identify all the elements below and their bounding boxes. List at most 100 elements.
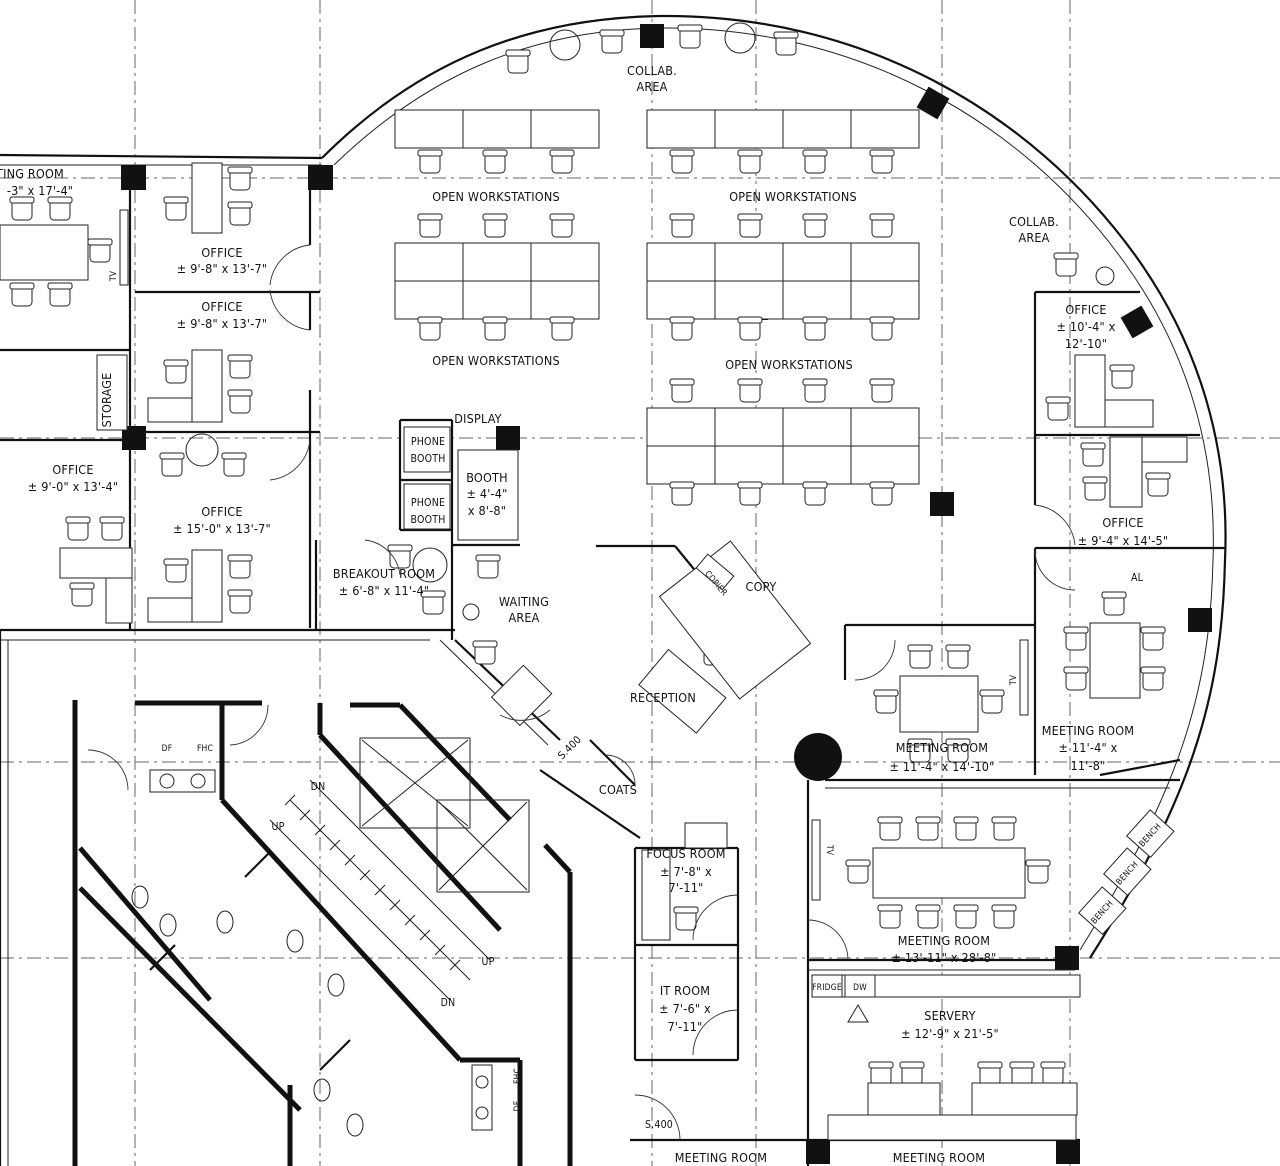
workstation-desks — [394, 109, 920, 485]
chair — [915, 904, 941, 929]
chair — [227, 166, 253, 191]
coats-label: COATS — [599, 782, 637, 797]
chair — [1140, 626, 1166, 651]
chair — [915, 816, 941, 841]
chair — [802, 149, 828, 174]
chair — [387, 544, 413, 569]
chair — [737, 316, 763, 341]
it-room-dim-1: ± 7'-6" x — [659, 1001, 711, 1016]
chair — [673, 906, 699, 931]
meeting-c-label: MEETING ROOM — [898, 933, 990, 948]
chair — [505, 49, 531, 74]
meeting-bottom-label-1: MEETING ROOM — [675, 1150, 767, 1165]
phone-booth-2-label-2: BOOTH — [410, 514, 445, 526]
waiting-label-1: WAITING — [499, 594, 549, 609]
it-room-dim-2: 7'-11" — [668, 1019, 703, 1034]
office-c-label: OFFICE — [52, 462, 93, 477]
interior-walls — [0, 165, 561, 1166]
office-c-dim: ± 9'-0" x 13'-4" — [28, 479, 118, 494]
column — [1056, 1140, 1080, 1164]
chair — [737, 149, 763, 174]
chair — [737, 481, 763, 506]
chair — [159, 452, 185, 477]
df-label-1: DF — [162, 744, 173, 754]
chair — [877, 904, 903, 929]
fhc-label-1: FHC — [197, 744, 213, 754]
chair — [227, 389, 253, 414]
chair — [877, 816, 903, 841]
office-f-dim: ± 9'-4" x 14'-5" — [1078, 533, 1168, 548]
office-a-dim: ± 9'-8" x 13'-7" — [177, 261, 267, 276]
chair — [1140, 666, 1166, 691]
column — [308, 165, 333, 190]
tv-label-2: TV — [824, 844, 834, 856]
column — [1188, 608, 1212, 632]
phone-booth-1-label-1: PHONE — [411, 436, 445, 448]
fridge-label: FRIDGE — [812, 983, 842, 993]
stair-dn-label-1: DN — [311, 781, 326, 793]
meeting-partial-label: TING ROOM — [0, 166, 64, 181]
collab-top-label-2: AREA — [636, 79, 667, 94]
chair — [977, 1061, 1003, 1086]
meeting-a-dim: ± 11'-4" x 14'-10" — [889, 759, 994, 774]
chair — [482, 213, 508, 238]
chair — [991, 904, 1017, 929]
column — [806, 1140, 830, 1164]
chair — [475, 554, 501, 579]
column — [640, 24, 664, 48]
chair — [802, 213, 828, 238]
chair — [873, 689, 899, 714]
chair — [669, 149, 695, 174]
df-label-2: DF — [513, 1101, 523, 1112]
office-f-label: OFFICE — [1102, 515, 1143, 530]
doors — [87, 244, 1076, 1141]
open-workstations-label-4: OPEN WORKSTATIONS — [725, 357, 853, 372]
al-label: AL — [1131, 572, 1144, 584]
chair — [9, 196, 35, 221]
servery-label: SERVERY — [924, 1008, 975, 1023]
round-column — [794, 733, 842, 781]
office-b-dim: ± 9'-8" x 13'-7" — [177, 316, 267, 331]
chair — [549, 149, 575, 174]
chair — [227, 201, 253, 226]
chairs — [9, 24, 1171, 1086]
collab-right-label-1: COLLAB. — [1009, 214, 1059, 229]
chair — [669, 213, 695, 238]
waiting-label-2: AREA — [508, 610, 539, 625]
open-workstations-label-2: OPEN WORKSTATIONS — [729, 189, 857, 204]
chair — [99, 516, 125, 541]
chair — [549, 213, 575, 238]
chair — [163, 558, 189, 583]
chair — [1063, 666, 1089, 691]
chair — [1145, 472, 1171, 497]
chair — [549, 316, 575, 341]
chair — [802, 378, 828, 403]
chair — [417, 316, 443, 341]
chair — [737, 213, 763, 238]
chair — [1109, 364, 1135, 389]
chair — [472, 640, 498, 665]
chair — [869, 213, 895, 238]
stair-up-label-1: UP — [271, 821, 284, 833]
chair — [1025, 859, 1051, 884]
chair — [163, 359, 189, 384]
chair — [945, 738, 971, 763]
chair — [1045, 396, 1071, 421]
tv-label-3: TV — [109, 270, 119, 282]
meeting-b-dim-1: ± 11'-4" x — [1059, 740, 1118, 755]
dw-label: DW — [853, 983, 867, 993]
chair — [482, 149, 508, 174]
stair-dn-label-2: DN — [441, 997, 456, 1009]
chair — [69, 582, 95, 607]
fhc-label-2: FHC — [513, 1068, 523, 1084]
open-workstations-label-1: OPEN WORKSTATIONS — [432, 189, 560, 204]
chair — [979, 689, 1005, 714]
tv-label-1: TV — [1009, 674, 1019, 686]
chair — [669, 481, 695, 506]
open-workstations-label-3: OPEN WORKSTATIONS — [432, 353, 560, 368]
breakout-label: BREAKOUT ROOM — [333, 566, 435, 581]
chair — [945, 644, 971, 669]
chair — [802, 316, 828, 341]
booth-label: BOOTH — [466, 470, 508, 485]
